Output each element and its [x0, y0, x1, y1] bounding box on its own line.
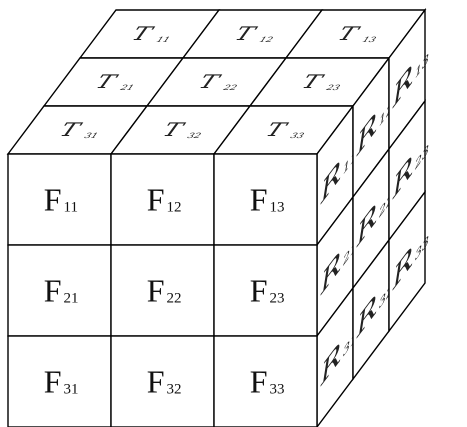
front-cell-letter: F: [147, 273, 165, 309]
front-cell-subscript: 21: [64, 291, 79, 307]
top-cell-subscript: 11: [155, 36, 171, 44]
front-cell-letter: F: [250, 273, 268, 309]
front-cell: [110, 153, 215, 246]
front-cell-letter: F: [44, 364, 62, 400]
top-cell-subscript: 13: [361, 36, 378, 44]
front-cell-subscript: 12: [167, 200, 182, 216]
top-cell-subscript: 23: [324, 84, 342, 92]
top-cell-subscript: 12: [258, 36, 275, 44]
front-cell-letter: F: [44, 182, 62, 218]
front-cell-subscript: 32: [167, 382, 182, 398]
front-cell-subscript: 23: [270, 291, 285, 307]
front-cell-letter: F: [147, 182, 165, 218]
front-cell-subscript: 33: [270, 382, 285, 398]
front-cell-subscript: 31: [64, 382, 79, 398]
front-cell-subscript: 11: [64, 200, 78, 216]
top-cell-subscript: 33: [289, 132, 306, 140]
front-cell-letter: F: [44, 273, 62, 309]
top-cell-subscript: 31: [83, 132, 99, 140]
front-cell: [7, 244, 112, 337]
front-cell: [213, 244, 318, 337]
front-cell-letter: F: [250, 182, 268, 218]
top-cell-subscript: 21: [118, 84, 135, 92]
front-cell-subscript: 22: [167, 291, 182, 307]
front-cell-subscript: 13: [270, 200, 285, 216]
front-cell: [213, 335, 318, 427]
top-cell-subscript: 22: [221, 84, 239, 92]
right-cell: [388, 189, 426, 334]
front-cell-letter: F: [250, 364, 268, 400]
top-cell-subscript: 32: [186, 132, 203, 140]
front-cell-letter: F: [147, 364, 165, 400]
